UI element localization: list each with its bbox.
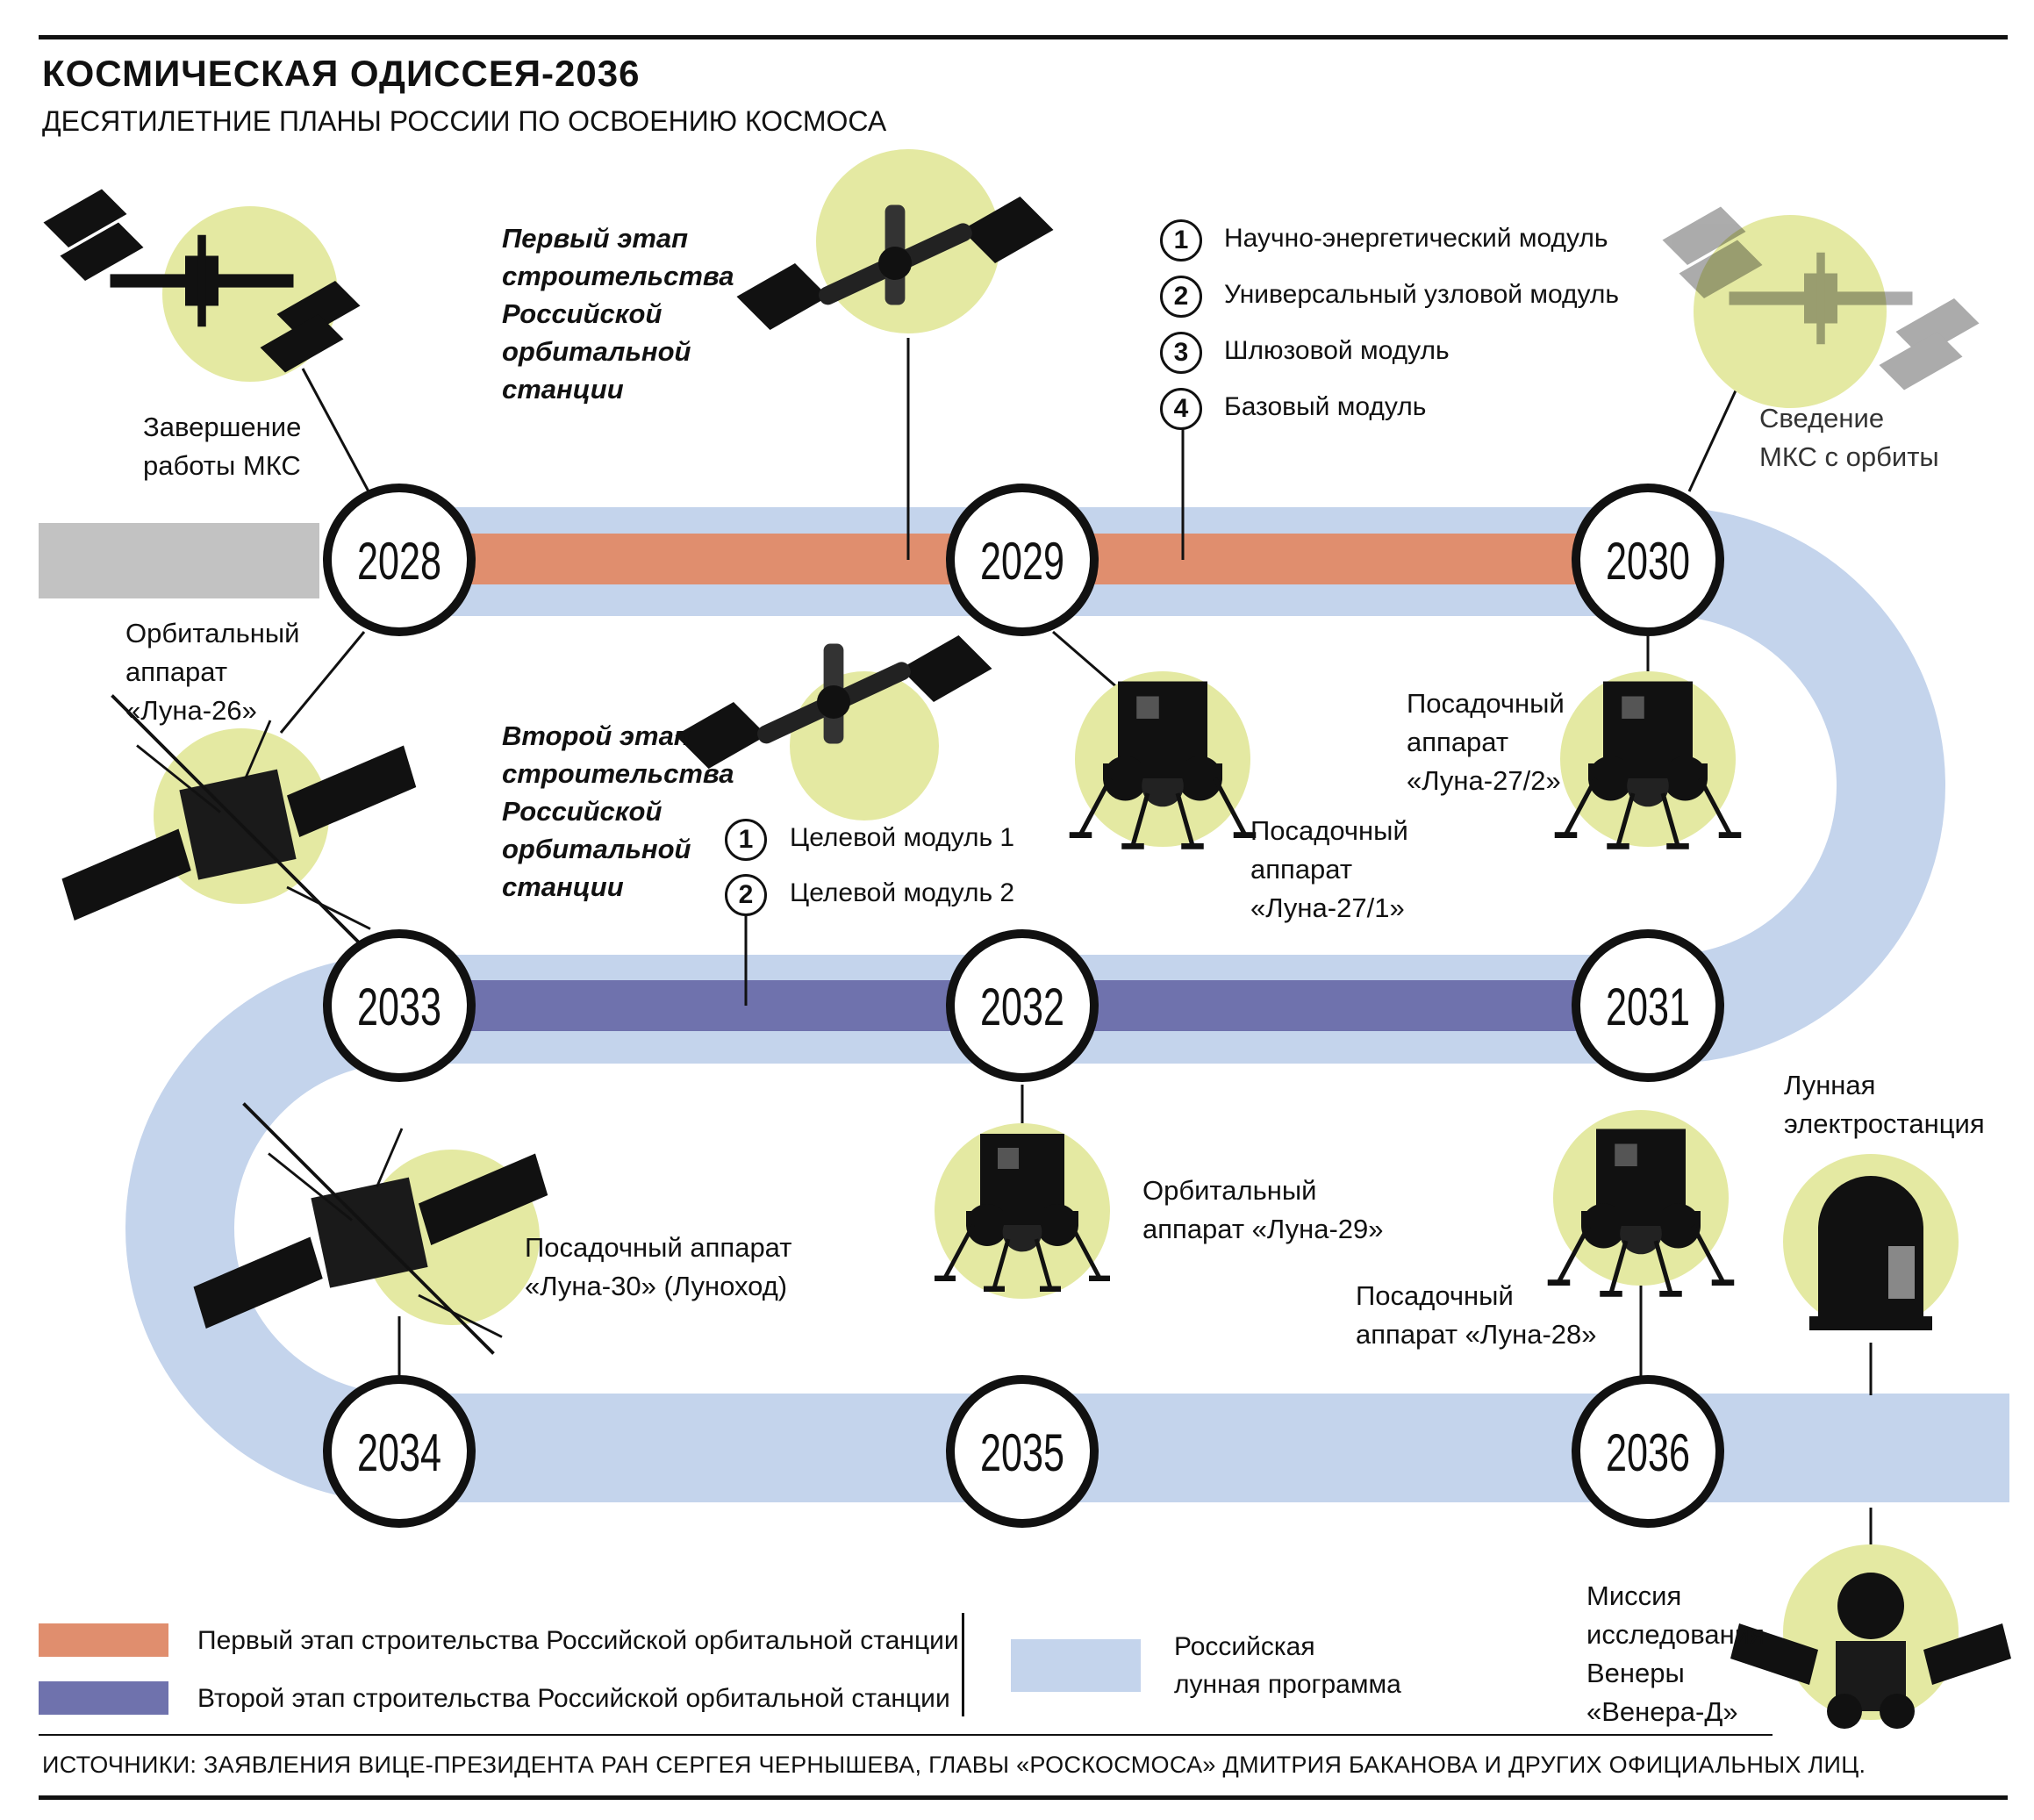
module-number-1: 1 [1160,219,1202,262]
module-label: Шлюзовой модуль [1224,336,1450,365]
module-label: Целевой модуль 2 [790,878,1015,907]
year-2032: 2032 [980,978,1064,1036]
year-2035: 2035 [980,1423,1064,1482]
legend-swatch-stage1 [39,1623,168,1657]
source-rule [39,1734,1773,1736]
module-number-2: 2 [725,874,767,916]
module-label: Универсальный узловой модуль [1224,280,1619,309]
module-number-2: 2 [1160,276,1202,318]
connector-lines [279,338,1873,1544]
year-2031: 2031 [1606,978,1690,1036]
module-number-1: 1 [725,819,767,861]
legend-divider [962,1613,964,1716]
module-number-4: 4 [1160,388,1202,430]
year-2029: 2029 [980,532,1064,591]
venus-probe-icon [1730,1573,2011,1729]
caption-luna30: Посадочный аппарат«Луна-30» (Луноход) [525,1232,792,1301]
module-number-3: 3 [1160,332,1202,374]
year-2036: 2036 [1606,1423,1690,1482]
year-2028: 2028 [357,532,441,591]
bottom-rule [39,1795,2008,1800]
module-label: Научно-энергетический модуль [1224,224,1608,253]
year-2034: 2034 [357,1423,441,1482]
year-2033: 2033 [357,978,441,1036]
pre-track [39,523,319,598]
legend-swatch-lunar [1011,1639,1141,1692]
year-labels: 2028 2029 2030 2031 2032 2033 2034 2035 … [357,532,1690,1482]
year-markers [323,484,1724,1528]
module-label: Целевой модуль 1 [790,823,1015,852]
page-subtitle: ДЕСЯТИЛЕТНИЕ ПЛАНЫ РОССИИ ПО ОСВОЕНИЮ КО… [42,105,887,137]
source-note: ИСТОЧНИКИ: ЗАЯВЛЕНИЯ ВИЦЕ-ПРЕЗИДЕНТА РАН… [42,1752,1866,1778]
page-title: КОСМИЧЕСКАЯ ОДИССЕЯ-2036 [42,53,641,94]
legend-label-stage1: Первый этап строительства Российской орб… [197,1626,959,1655]
top-rule [39,35,2008,39]
module-label: Базовый модуль [1224,392,1427,421]
legend-swatch-stage2 [39,1681,168,1715]
year-2030: 2030 [1606,532,1690,591]
legend-label-stage2: Второй этап строительства Российской орб… [197,1684,950,1713]
lunar-power-station-icon [1809,1176,1932,1330]
